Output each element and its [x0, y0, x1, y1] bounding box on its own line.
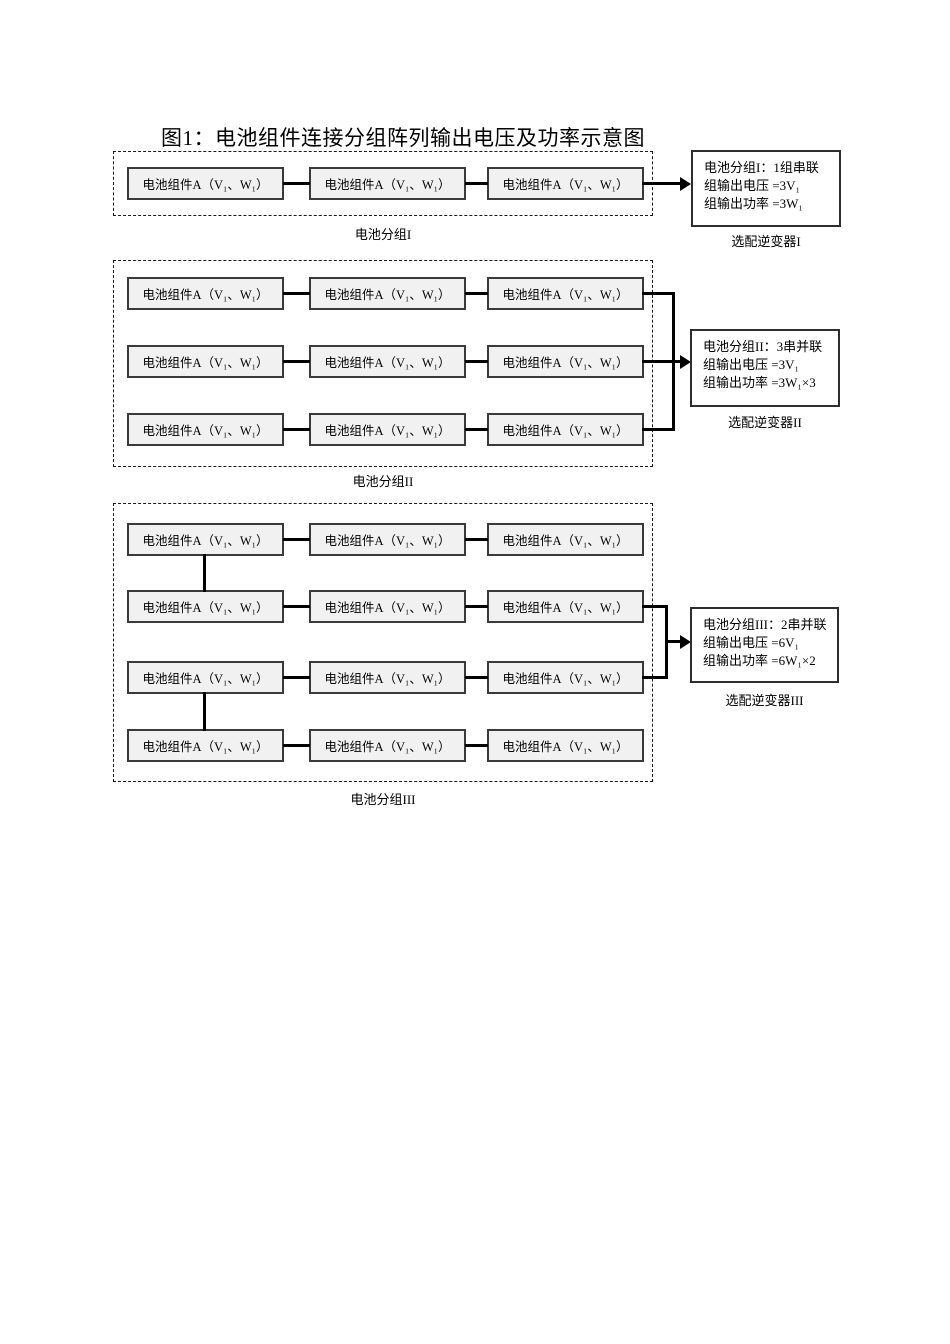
arrowhead-icon — [680, 177, 691, 191]
arrow-line — [642, 182, 682, 185]
inverter-spec-line: 组输出功率 =3W₁ — [704, 196, 803, 211]
battery-module: 电池组件A（V₁、W₁） — [309, 277, 466, 310]
battery-module: 电池组件A（V₁、W₁） — [127, 413, 284, 446]
connector-line — [283, 744, 310, 747]
connector-line — [283, 605, 310, 608]
battery-module: 电池组件A（V₁、W₁） — [127, 345, 284, 378]
group-1-caption: 电池分组I — [354, 227, 412, 242]
battery-module: 电池组件A（V₁、W₁） — [309, 729, 466, 762]
battery-module: 电池组件A（V₁、W₁） — [127, 523, 284, 556]
battery-module: 电池组件A（V₁、W₁） — [127, 167, 284, 200]
group-2-boundary — [113, 260, 653, 467]
inverter-spec-line: 组输出功率 =3W₁×3 — [703, 375, 816, 390]
battery-module: 电池组件A（V₁、W₁） — [487, 523, 644, 556]
inverter-2-caption: 选配逆变器II — [728, 415, 802, 430]
battery-module: 电池组件A（V₁、W₁） — [309, 413, 466, 446]
battery-module: 电池组件A（V₁、W₁） — [487, 167, 644, 200]
connector-line — [465, 676, 488, 679]
battery-module: 电池组件A（V₁、W₁） — [309, 661, 466, 694]
inverter-spec-line: 电池分组I：1组串联 — [704, 160, 819, 175]
connector-line — [465, 360, 488, 363]
figure-title: 图1：电池组件连接分组阵列输出电压及功率示意图 — [161, 126, 645, 150]
battery-module: 电池组件A（V₁、W₁） — [127, 277, 284, 310]
arrow-line — [665, 640, 682, 643]
inverter-spec-line: 组输出电压 =3V₁ — [703, 357, 800, 372]
battery-module: 电池组件A（V₁、W₁） — [309, 590, 466, 623]
bus-stub-line — [642, 605, 668, 608]
bus-stub-line — [642, 292, 675, 295]
connector-line — [465, 538, 488, 541]
battery-module: 电池组件A（V₁、W₁） — [487, 277, 644, 310]
arrowhead-icon — [680, 635, 691, 649]
battery-module: 电池组件A（V₁、W₁） — [127, 729, 284, 762]
group-2-caption: 电池分组II — [352, 474, 414, 489]
group-3-boundary — [113, 503, 653, 782]
connector-line — [283, 292, 310, 295]
bus-stub-line — [642, 676, 668, 679]
inverter-1-caption: 选配逆变器I — [731, 234, 801, 249]
connector-line — [283, 428, 310, 431]
connector-line — [465, 744, 488, 747]
connector-line — [465, 292, 488, 295]
connector-line — [283, 360, 310, 363]
inverter-spec-line: 电池分组II：3串并联 — [703, 339, 823, 354]
battery-module: 电池组件A（V₁、W₁） — [487, 590, 644, 623]
bus-stub-line — [642, 360, 682, 363]
arrowhead-icon — [680, 355, 691, 369]
group-3-caption: 电池分组III — [350, 792, 416, 807]
parallel-bus-line — [672, 292, 675, 431]
connector-line — [465, 182, 488, 185]
battery-module: 电池组件A（V₁、W₁） — [127, 590, 284, 623]
inverter-spec-line: 组输出功率 =6W₁×2 — [703, 653, 816, 668]
series-connector-line — [203, 692, 206, 731]
inverter-2-spec-box: 电池分组II：3串并联 组输出电压 =3V₁ 组输出功率 =3W₁×3 — [690, 329, 840, 407]
connector-line — [465, 428, 488, 431]
inverter-spec-line: 组输出电压 =6V₁ — [703, 635, 800, 650]
inverter-spec-line: 组输出电压 =3V₁ — [704, 178, 801, 193]
bus-stub-line — [642, 428, 675, 431]
battery-module: 电池组件A（V₁、W₁） — [487, 345, 644, 378]
inverter-spec-line: 电池分组III：2串并联 — [703, 617, 827, 632]
battery-module: 电池组件A（V₁、W₁） — [309, 523, 466, 556]
series-connector-line — [203, 554, 206, 592]
connector-line — [283, 182, 310, 185]
battery-module: 电池组件A（V₁、W₁） — [127, 661, 284, 694]
inverter-1-spec-box: 电池分组I：1组串联 组输出电压 =3V₁ 组输出功率 =3W₁ — [691, 150, 841, 227]
connector-line — [283, 538, 310, 541]
battery-module: 电池组件A（V₁、W₁） — [309, 167, 466, 200]
inverter-3-caption: 选配逆变器III — [725, 693, 804, 708]
battery-module: 电池组件A（V₁、W₁） — [309, 345, 466, 378]
connector-line — [465, 605, 488, 608]
connector-line — [283, 676, 310, 679]
battery-module: 电池组件A（V₁、W₁） — [487, 661, 644, 694]
inverter-3-spec-box: 电池分组III：2串并联 组输出电压 =6V₁ 组输出功率 =6W₁×2 — [690, 607, 839, 683]
battery-module: 电池组件A（V₁、W₁） — [487, 729, 644, 762]
battery-module: 电池组件A（V₁、W₁） — [487, 413, 644, 446]
